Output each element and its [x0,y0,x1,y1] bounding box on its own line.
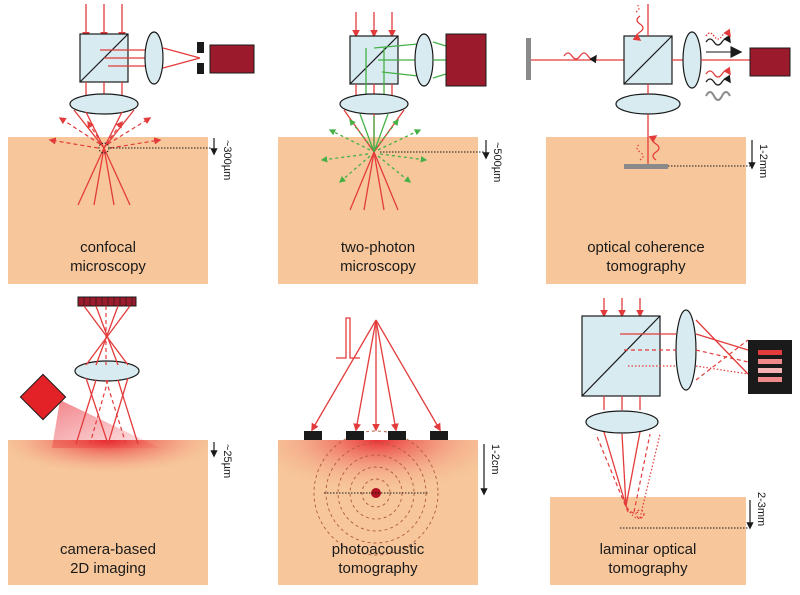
depth-label: 2-3mm [755,492,767,526]
panel-camera: ~25µm camera-based 2D imaging [8,296,233,585]
caption-line-2: 2D imaging [70,560,146,577]
detector [445,33,487,87]
caption-line-2: tomography [608,560,688,577]
detector [749,47,791,77]
caption-line-1: laminar optical [600,541,697,558]
collection-lens [675,309,697,391]
caption-line-2: tomography [606,258,686,275]
objective-lens [339,93,409,115]
panel-laminar: 2-3mm laminar optical tomography [550,298,792,585]
panel-oct: 1-2mm optical coherence tomography [526,3,791,284]
panel-two-photon: ~500µm two-photon microscopy [278,12,503,284]
caption-line-2: microscopy [340,258,416,275]
tissue-block [550,497,746,585]
caption-line-2: microscopy [70,258,146,275]
reference-mirror [526,38,531,80]
pulse-icon [336,317,360,359]
caption-line-1: photoacoustic [332,541,425,558]
pinhole-top [197,42,204,53]
objective-lens [69,93,139,115]
caption-line-1: confocal [80,239,136,256]
light-source [19,373,67,421]
depth-label: ~500µm [491,142,503,182]
collection-lens [682,31,702,89]
pinhole-bottom [197,63,204,74]
depth-label: 1-2cm [489,444,501,475]
imaging-lens [74,360,140,382]
caption-line-2: tomography [338,560,418,577]
collection-lens [144,31,164,85]
objective-lens [615,93,681,115]
detector [209,44,255,74]
depth-label: ~300µm [221,140,233,180]
panel-photoacoustic: 1-2cm photoacoustic tomography [278,317,501,585]
tissue-block [546,137,746,284]
collection-lens [414,33,434,87]
transducer [304,431,322,440]
illumination-beam [52,400,160,448]
objective-lens [585,410,659,434]
tissue-block [8,137,208,284]
depth-label: 1-2mm [757,144,769,178]
panel-confocal: ~300µm confocal microscopy [8,4,255,284]
coherence-gate [624,164,668,169]
caption-line-1: optical coherence [587,239,705,256]
transducer [346,431,364,440]
camera-sensor [77,296,137,307]
transducer [430,431,448,440]
caption-line-1: camera-based [60,541,156,558]
caption-line-1: two-photon [341,239,415,256]
detector-array [748,340,792,394]
depth-label: ~25µm [221,444,233,478]
transducer [388,431,406,440]
